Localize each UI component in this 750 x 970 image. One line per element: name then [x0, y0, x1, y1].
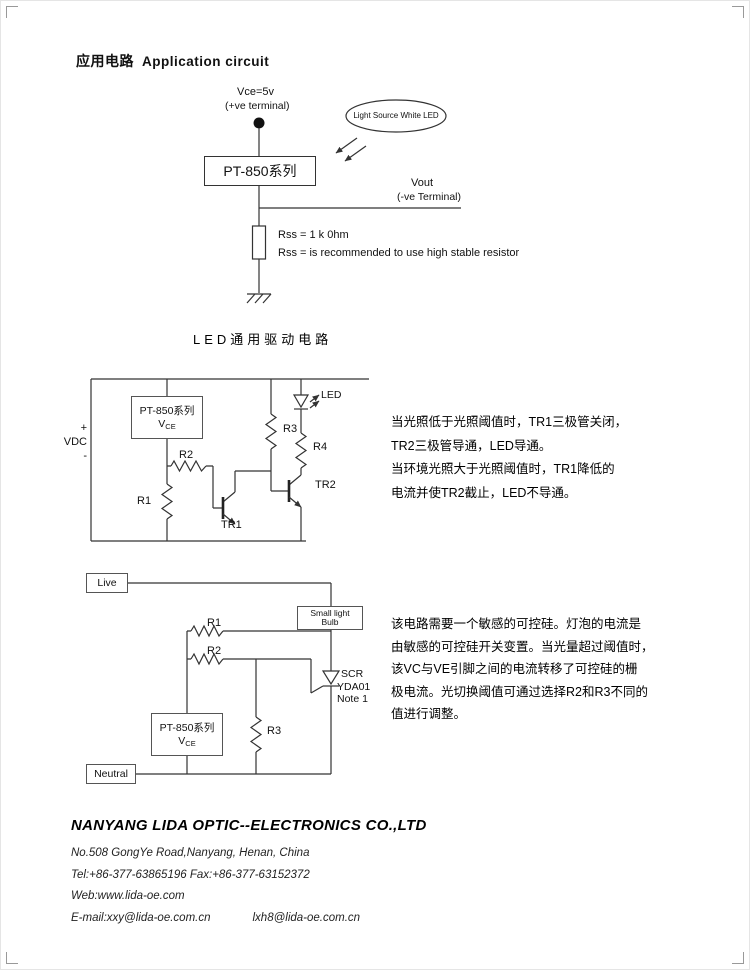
- led-driver-title: LED通用驱动电路: [193, 332, 333, 347]
- terminal-dot: [253, 117, 265, 129]
- neutral-label: Neutral: [94, 768, 128, 780]
- company-email: E-mail:xxy@lida-oe.com.cn lxh8@lida-oe.co…: [71, 912, 681, 924]
- scr-label: SCR: [341, 668, 364, 680]
- part-label: PT-850系列: [159, 721, 215, 734]
- crop-mark-bottom-left: [6, 952, 18, 964]
- part-pin-label: VCE: [158, 417, 176, 431]
- page-title: 应用电路 Application circuit: [76, 51, 269, 71]
- description-line: 值进行调整。: [391, 707, 467, 721]
- company-telfax: Tel:+86-377-63865196 Fax:+86-377-6315237…: [71, 868, 310, 881]
- live-label: Live: [97, 577, 117, 589]
- supply-minus: -: [83, 450, 87, 462]
- description-line: TR2三极管导通，LED导通。: [391, 438, 552, 453]
- description-line: 该电路需要一个敏感的可控硅。灯泡的电流是: [391, 617, 642, 631]
- r1-label: R1: [137, 495, 152, 507]
- resistor-r2-icon: [170, 459, 207, 473]
- company-name: NANYANG LIDA OPTIC--ELECTRONICS CO.,LTD: [71, 817, 427, 834]
- circuit1-schematic: [246, 99, 461, 304]
- crop-mark-top-left: [6, 6, 18, 18]
- circuit3-schematic: [128, 582, 341, 775]
- neg-terminal-label: (-ve Terminal): [397, 191, 461, 203]
- npn-transistor-tr2-icon: [287, 480, 302, 508]
- r2-label: R2: [207, 645, 222, 657]
- vce-label: Vce=5v: [237, 86, 274, 98]
- description-line: 当光照低于光照阈值时，TR1三极管关闭，: [391, 415, 628, 429]
- page-title-zh: 应用电路: [76, 53, 134, 69]
- resistor-r2-icon: [190, 652, 224, 666]
- bulb-label-line2: Bulb: [321, 617, 339, 627]
- wire-run: [90, 378, 369, 542]
- r2-label: R2: [179, 449, 194, 461]
- tr2-label: TR2: [315, 479, 336, 491]
- pt850-box-3: PT-850系列 VCE: [151, 713, 223, 756]
- tr1-label: TR1: [221, 519, 242, 531]
- resistor-r4-icon: [294, 432, 308, 469]
- wire-run: [128, 582, 332, 775]
- led-label: LED: [321, 389, 342, 401]
- resistor-r3-icon: [249, 716, 263, 753]
- email-secondary: lxh8@lida-oe.com.cn: [252, 911, 361, 924]
- scr-note-label: Note 1: [337, 693, 368, 705]
- light-source-label: Light Source White LED: [353, 111, 439, 120]
- pt850-box-2: PT-850系列 VCE: [131, 396, 203, 439]
- supply-plus: +: [80, 422, 87, 434]
- wire-run: [258, 128, 461, 293]
- footer: NANYANG LIDA OPTIC--ELECTRONICS CO.,LTD …: [71, 817, 681, 933]
- scr-model-label: YDA01: [337, 681, 371, 693]
- bulb-label-line1: Small light: [310, 607, 350, 618]
- description-line: 由敏感的可控硅开关变置。当光量超过阈值时，: [391, 639, 654, 654]
- part-pin-label: VCE: [178, 734, 196, 748]
- ground-icon: [246, 293, 272, 304]
- supply-name: VDC: [63, 436, 87, 448]
- pt850-box-1: PT-850系列: [204, 156, 316, 186]
- r4-label: R4: [313, 441, 328, 453]
- crop-mark-bottom-right: [732, 952, 744, 964]
- company-address: No.508 GongYe Road,Nanyang, Henan, China: [71, 847, 310, 859]
- pos-terminal-label: (+ve terminal): [225, 100, 290, 112]
- description-line: 极电流。光切换阈值可通过选择R2和R3不同的: [391, 684, 648, 699]
- circuit2-schematic: [90, 378, 369, 542]
- part-label: PT-850系列: [223, 163, 297, 179]
- company-web: Web:www.lida-oe.com: [71, 890, 185, 902]
- light-source-ellipse: [345, 99, 447, 133]
- circuit3-description: 该电路需要一个敏感的可控硅。灯泡的电流是 由敏感的可控硅开关变置。当光量超过阈值…: [391, 613, 686, 726]
- resistor-rss-icon: [251, 225, 267, 260]
- npn-transistor-tr1-icon: [221, 497, 236, 525]
- resistor-r3-icon: [264, 413, 278, 450]
- resistor-r1-icon: [190, 624, 224, 638]
- resistor-r1-icon: [160, 483, 174, 520]
- rss-note-label: Rss = is recommended to use high stable …: [278, 247, 520, 259]
- page-title-en: Application circuit: [142, 54, 270, 69]
- part-label: PT-850系列: [139, 404, 195, 417]
- email-primary: E-mail:xxy@lida-oe.com.cn: [71, 911, 211, 924]
- vdc-supply-label: + VDC -: [57, 421, 87, 463]
- r1-label: R1: [207, 617, 222, 629]
- rss-value-label: Rss = 1 k 0hm: [278, 229, 349, 241]
- scr-icon: [321, 670, 341, 687]
- description-line: 电流并使TR2截止，LED不导通。: [391, 485, 577, 500]
- circuit2-description: 当光照低于光照阈值时，TR1三极管关闭， TR2三极管导通，LED导通。 当环境…: [391, 411, 681, 505]
- live-terminal-box: Live: [86, 573, 128, 593]
- description-line: 该VC与VE引脚之间的电流转移了可控硅的栅: [391, 662, 638, 676]
- led-icon: [292, 394, 320, 410]
- description-line: 当环境光照大于光照阈值时，TR1降低的: [391, 462, 615, 476]
- crop-mark-top-right: [732, 6, 744, 18]
- bulb-box: Small light Bulb: [297, 606, 363, 630]
- r3-label: R3: [267, 725, 282, 737]
- vout-label: Vout: [411, 177, 434, 189]
- neutral-terminal-box: Neutral: [86, 764, 136, 784]
- r3-label: R3: [283, 423, 298, 435]
- light-ray-arrows-icon: [335, 137, 367, 162]
